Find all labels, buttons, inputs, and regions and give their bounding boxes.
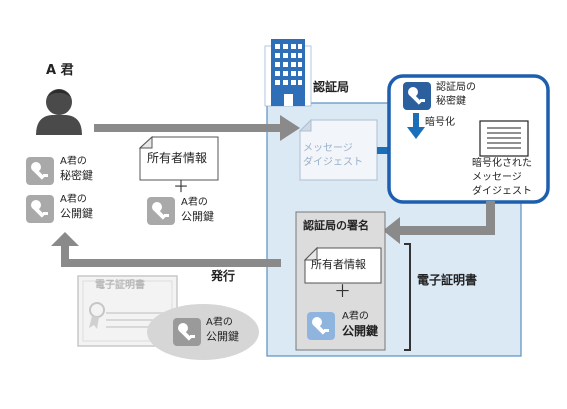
private-key-label-2: 秘密鍵 <box>60 169 93 182</box>
encrypted-label-3: ダイジェスト <box>472 186 532 197</box>
bubble-key-label-2: 公開鍵 <box>206 330 239 343</box>
encrypt-down-arrow <box>407 113 425 139</box>
key-bubble <box>147 304 259 360</box>
encrypt-label: 暗号化 <box>425 117 455 128</box>
digest-label-1: メッセージ <box>303 143 353 154</box>
encrypted-label-1: 暗号化された <box>472 158 532 169</box>
public-key-label-2: 公開鍵 <box>60 207 93 220</box>
cert-plus: ＋ <box>334 282 351 302</box>
key-icon <box>26 195 54 223</box>
digital-cert-label: 電子証明書 <box>417 273 478 287</box>
owner-info-label: 所有者情報 <box>147 151 208 165</box>
owner-key-label-1: A君の <box>181 197 208 208</box>
ribbon-icon <box>89 302 105 329</box>
encrypted-label-2: メッセージ <box>472 172 522 183</box>
cert-bracket <box>404 243 411 351</box>
signature-label: 認証局の署名 <box>303 219 369 232</box>
key-icon <box>147 197 175 225</box>
cert-owner-info-label: 所有者情報 <box>311 258 366 271</box>
key-icon <box>307 312 335 340</box>
arrow-encrypted-to-signature <box>383 201 495 244</box>
owner-document <box>138 135 219 181</box>
person-icon <box>36 89 82 135</box>
cert-key-label-1: A君の <box>342 311 369 322</box>
arrow-to-digest <box>94 115 300 141</box>
key-icon <box>173 318 201 346</box>
bubble-key-label-1: A君の <box>206 317 233 328</box>
ca-private-key-label-1: 認証局の <box>436 82 476 93</box>
issued-cert-title: 電子証明書 <box>95 280 145 291</box>
encrypted-document <box>479 120 529 157</box>
owner-key-label-2: 公開鍵 <box>181 210 214 223</box>
digest-document <box>298 118 378 181</box>
ca-title: 認証局 <box>313 80 350 94</box>
cert-key-label-2: 公開鍵 <box>342 324 379 338</box>
key-icon <box>26 157 54 185</box>
arrow-issue <box>51 232 281 267</box>
public-key-label-1: A君の <box>60 194 87 205</box>
key-icon <box>403 82 431 110</box>
digest-label-2: ダイジェスト <box>303 157 363 168</box>
building-icon <box>264 39 312 107</box>
issue-label: 発行 <box>211 269 236 283</box>
owner-plus: ＋ <box>173 177 190 196</box>
cert-owner-document <box>303 246 382 284</box>
ca-private-key-label-2: 秘密鍵 <box>436 96 466 107</box>
person-name: A 君 <box>46 63 74 78</box>
private-key-label-1: A君の <box>60 156 87 167</box>
